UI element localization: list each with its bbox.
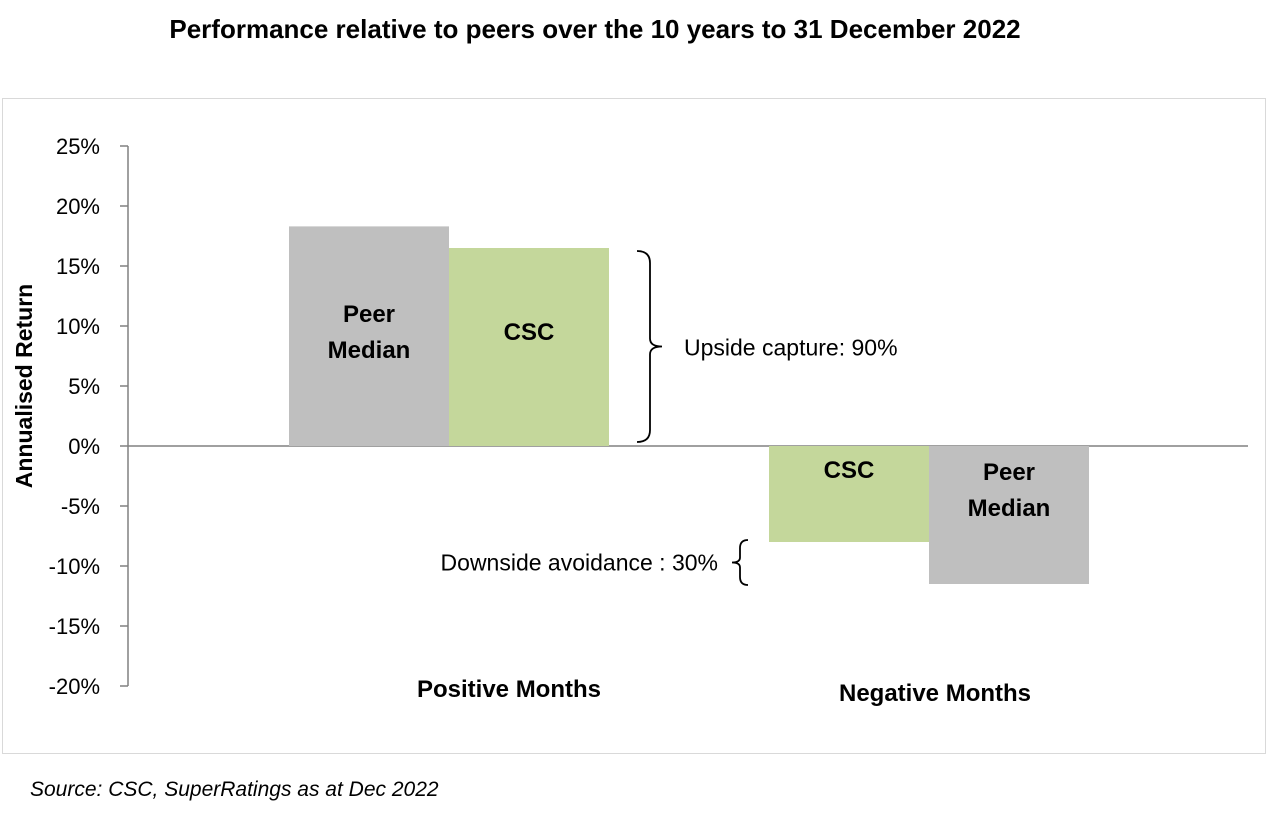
chart-frame — [2, 98, 1266, 754]
y-tick-label: 20% — [56, 194, 100, 219]
bar-label-line: CSC — [504, 319, 555, 346]
bar-label-line: Median — [328, 337, 411, 364]
downside-avoidance-label: Downside avoidance : 30% — [441, 550, 718, 576]
bar-label: CSC — [504, 319, 555, 346]
downside-brace — [731, 539, 749, 586]
bar-label-line: Peer — [343, 301, 395, 328]
y-tick-label: -20% — [49, 674, 100, 699]
y-tick-label: -10% — [49, 554, 100, 579]
upside-capture-label: Upside capture: 90% — [684, 335, 898, 361]
bar — [289, 226, 449, 446]
y-tick-label: -5% — [61, 494, 100, 519]
upside-brace — [636, 250, 663, 443]
category-label: Negative Months — [839, 680, 1031, 707]
bar-label-line: CSC — [824, 457, 875, 484]
y-tick-label: 0% — [68, 434, 100, 459]
source-note: Source: CSC, SuperRatings as at Dec 2022 — [30, 778, 439, 801]
bar — [769, 446, 929, 542]
y-tick-label: 15% — [56, 254, 100, 279]
bar-label-line: Peer — [983, 459, 1035, 486]
chart-title: Performance relative to peers over the 1… — [169, 14, 1021, 44]
y-axis-title: Annualised Return — [11, 284, 37, 488]
y-tick-label: -15% — [49, 614, 100, 639]
y-tick-label: 10% — [56, 314, 100, 339]
bar-label: CSC — [824, 457, 875, 484]
category-label: Positive Months — [417, 676, 601, 703]
bar — [449, 248, 609, 446]
y-tick-label: 25% — [56, 134, 100, 159]
bar-label-line: Median — [968, 495, 1051, 522]
bar — [929, 446, 1089, 584]
y-tick-label: 5% — [68, 374, 100, 399]
